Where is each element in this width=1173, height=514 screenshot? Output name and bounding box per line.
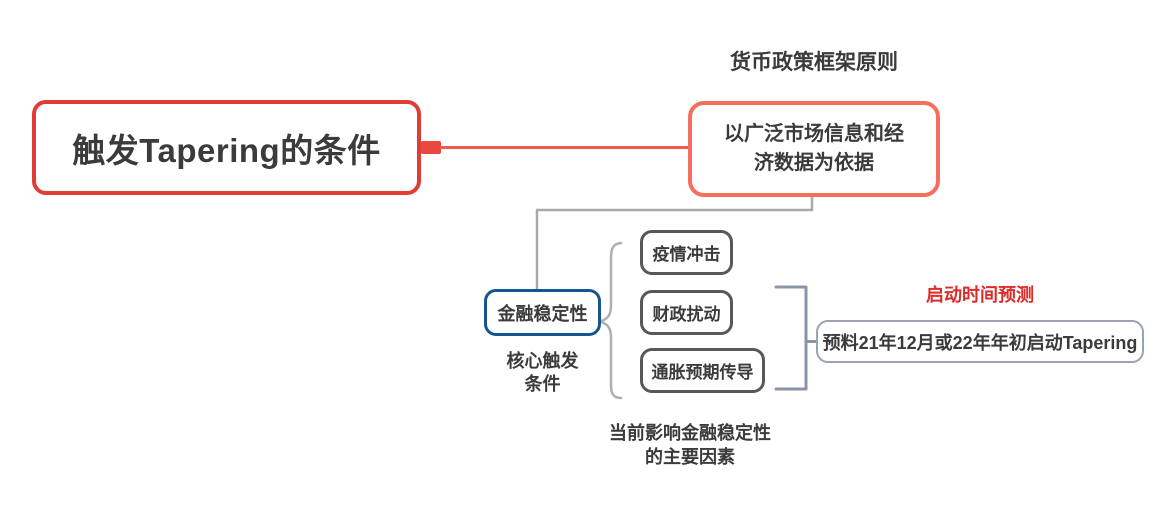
node-root-topic[interactable]: 触发Tapering的条件 xyxy=(32,100,421,195)
label-factors-caption[interactable]: 当前影响金融稳定性 的主要因素 xyxy=(609,423,771,467)
summary-bracket xyxy=(774,285,819,391)
node-stability[interactable]: 金融稳定性 xyxy=(484,289,601,336)
node-factor-fiscal-disturbance[interactable]: 财政扰动 xyxy=(640,290,733,335)
node-factor-inflation-expectation[interactable]: 通胀预期传导 xyxy=(640,348,765,393)
label-prediction-title[interactable]: 启动时间预测 xyxy=(926,285,1034,305)
node-factor-pandemic-shock[interactable]: 疫情冲击 xyxy=(640,230,733,275)
node-principle[interactable]: 以广泛市场信息和经 济数据为依据 xyxy=(688,101,940,197)
label-principle-title[interactable]: 货币政策框架原则 xyxy=(730,51,898,74)
root-connector-stub xyxy=(421,141,441,154)
node-prediction[interactable]: 预料21年12月或22年年初启动Tapering xyxy=(816,320,1144,363)
label-stability-caption[interactable]: 核心触发 条件 xyxy=(506,351,579,394)
